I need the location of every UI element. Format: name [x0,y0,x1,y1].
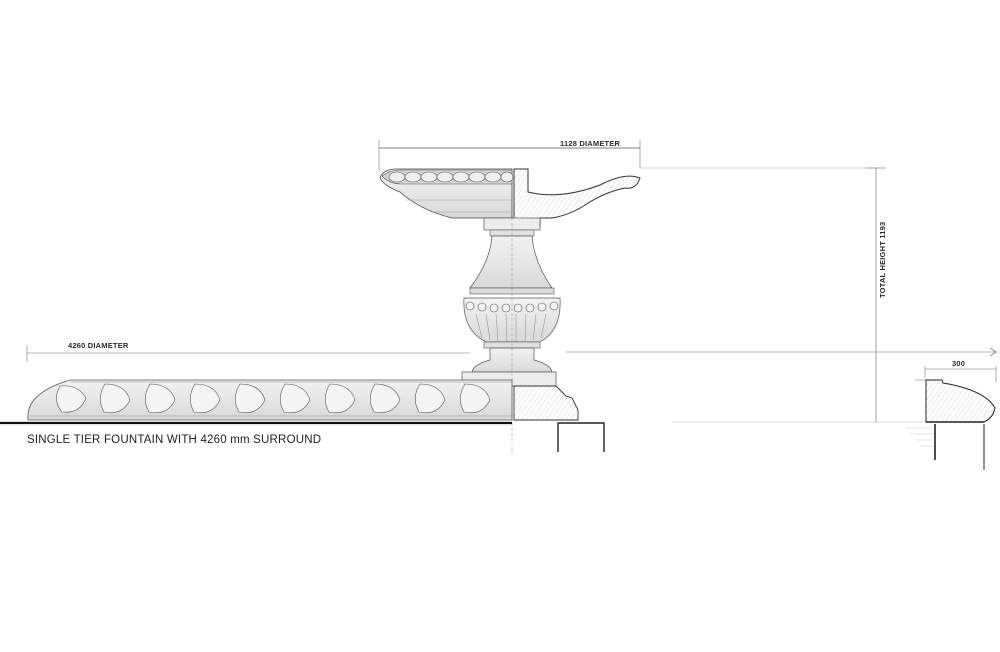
pedestal [461,217,561,455]
surround-elevation [27,379,513,421]
bowl-elevation [379,168,514,219]
surround-dimension-line [26,346,997,362]
coping-width-label: 300 [952,359,966,368]
bowl-dimension-line [378,140,880,170]
drawing-caption: SINGLE TIER FOUNTAIN WITH 4260 mm SURROU… [27,434,322,446]
height-dimension-line [866,167,886,422]
coping-detail [905,366,997,470]
bowl-diameter-label: 1128 DIAMETER [560,139,621,148]
total-height-label: TOTAL HEIGHT 1193 [878,221,887,298]
surround-section [513,385,605,452]
surround-diameter-label: 4260 DIAMETER [68,341,129,350]
bowl-section [513,168,641,227]
